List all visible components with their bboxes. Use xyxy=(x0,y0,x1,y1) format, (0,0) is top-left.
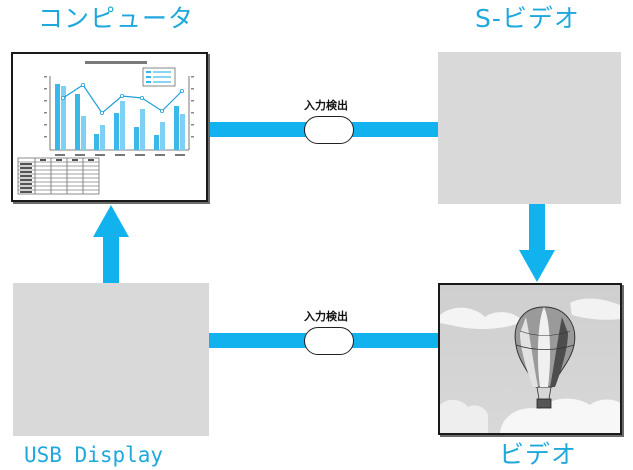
up-arrow-head xyxy=(93,205,129,237)
computer-screen xyxy=(11,52,208,202)
video-label: ビデオ xyxy=(499,440,578,469)
s-video-label: S-ビデオ xyxy=(475,4,580,33)
down-arrow-shaft xyxy=(529,203,545,251)
thumb-title-bar xyxy=(85,61,147,64)
up-arrow-shaft xyxy=(103,236,119,284)
bottom-input-detect-tag: 入力検出 xyxy=(304,310,348,323)
computer-label: コンピュータ xyxy=(38,4,195,33)
balloon-image xyxy=(440,285,620,433)
cloud-top xyxy=(440,307,522,329)
usb-display-screen xyxy=(13,283,209,436)
bottom-input-detect-switch xyxy=(304,327,354,355)
top-input-detect-switch xyxy=(304,116,354,144)
usb-display-label: USB Display xyxy=(24,443,164,467)
computer-chart-thumbnail xyxy=(17,61,194,195)
video-screen xyxy=(438,283,622,435)
s-video-screen xyxy=(438,52,621,204)
cloud-bottom xyxy=(500,398,620,433)
balloon-basket xyxy=(536,398,552,409)
down-arrow-head xyxy=(519,250,555,282)
balloon xyxy=(514,306,576,409)
top-input-detect-tag: 入力検出 xyxy=(304,99,348,112)
